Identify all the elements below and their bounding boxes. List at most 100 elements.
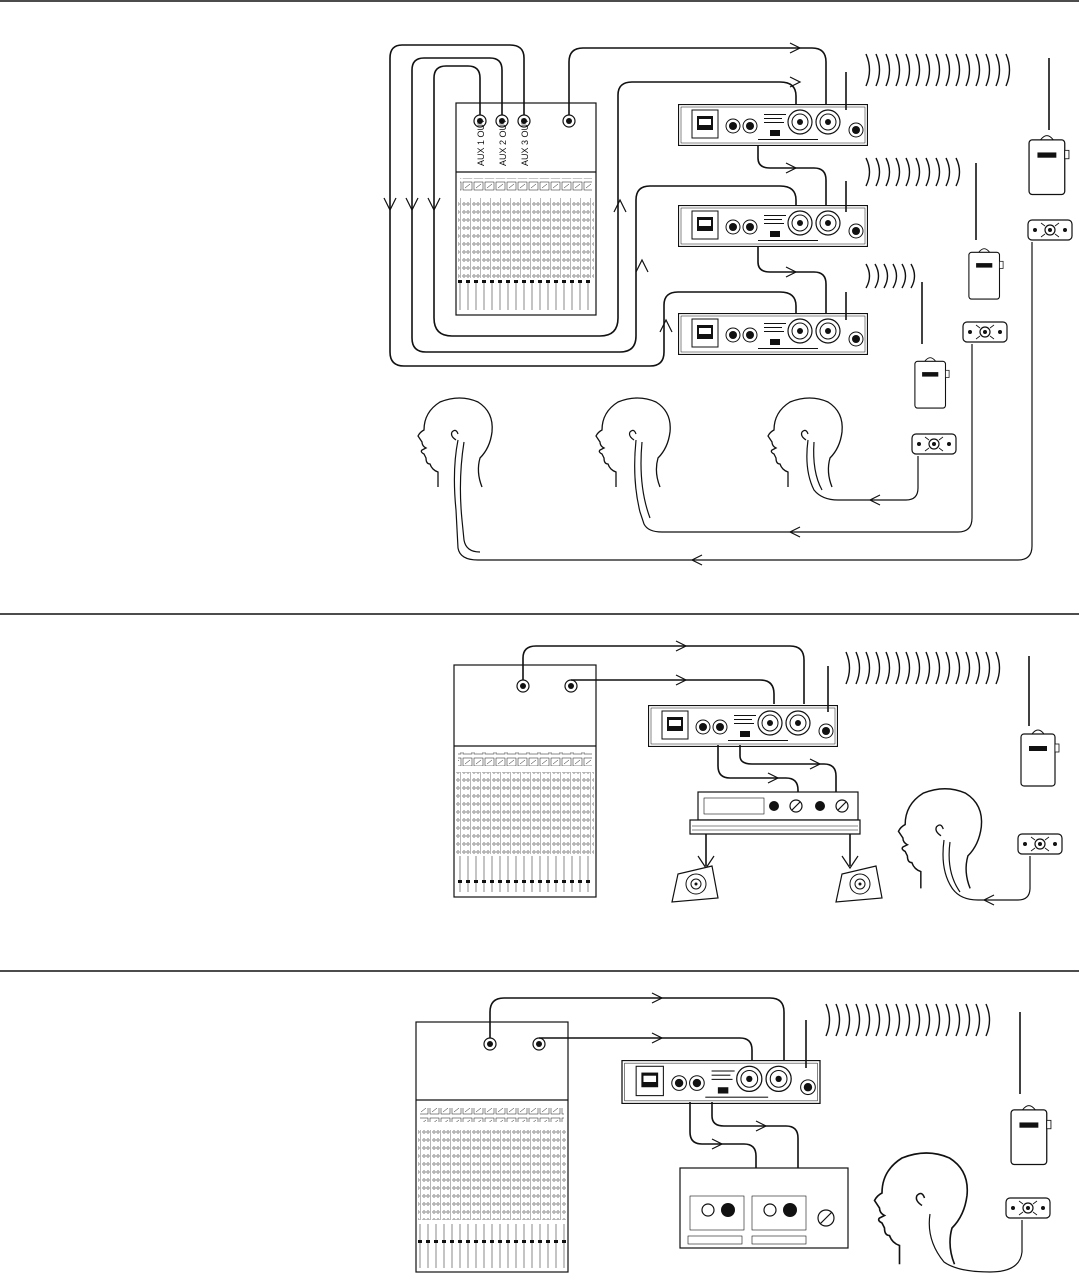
rf-wave-arc xyxy=(886,54,890,86)
rf-wave-arc xyxy=(906,54,910,86)
rf-wave-arc xyxy=(911,264,915,288)
rf-wave-arc xyxy=(966,652,970,684)
rf-wave-arc xyxy=(956,54,960,86)
rf-wave-arc xyxy=(876,158,880,186)
rf-wave-arc xyxy=(986,652,990,684)
rf-waves-3 xyxy=(866,264,915,288)
rf-wave-arc xyxy=(866,54,870,86)
rf-wave-arc xyxy=(896,54,900,86)
earphone-adapter-section-3 xyxy=(1006,1198,1050,1218)
rf-wave-arc xyxy=(956,652,960,684)
earphone-adapter-3 xyxy=(912,434,956,454)
rf-wave-arc xyxy=(836,1004,840,1036)
bodypack-receiver-section-3 xyxy=(1011,1106,1051,1165)
rf-wave-arc xyxy=(1006,54,1010,86)
rf-wave-arc xyxy=(976,652,980,684)
rf-wave-arc xyxy=(902,264,906,288)
wedge-speaker-right xyxy=(836,866,882,902)
transmitter-section-3 xyxy=(622,1061,820,1104)
rf-wave-arc xyxy=(886,652,890,684)
earphone-adapter-section-2 xyxy=(1018,834,1062,854)
performer-head-2 xyxy=(596,398,670,487)
rf-wave-arc xyxy=(846,652,850,684)
power-amplifier xyxy=(690,792,860,834)
rf-wave-arc xyxy=(896,158,900,186)
rf-wave-arc xyxy=(946,158,950,186)
performer-head-section-3 xyxy=(875,1153,968,1264)
rf-wave-arc xyxy=(956,1004,960,1036)
section-3-recorder xyxy=(416,993,1051,1272)
rf-wave-arc xyxy=(875,264,879,288)
rf-wave-arc xyxy=(926,54,930,86)
rf-wave-arc xyxy=(886,1004,890,1036)
rf-wave-arc xyxy=(886,158,890,186)
rf-wave-arc xyxy=(946,54,950,86)
wedge-speaker-left xyxy=(672,866,718,902)
rf-wave-arc xyxy=(884,264,888,288)
bodypack-receiver-1 xyxy=(1029,136,1069,195)
mixer-console-3 xyxy=(416,1022,568,1272)
rf-wave-arc xyxy=(926,652,930,684)
rf-wave-arc xyxy=(926,158,930,186)
performer-head-1 xyxy=(418,398,492,487)
section-2-wedge-monitors xyxy=(454,641,1062,905)
mixer-console-2 xyxy=(454,665,596,897)
performer-head-3 xyxy=(768,398,842,487)
rf-wave-arc xyxy=(976,54,980,86)
cassette-recorder xyxy=(680,1168,848,1248)
rf-wave-arc xyxy=(916,158,920,186)
rf-wave-arc xyxy=(936,54,940,86)
rf-wave-arc xyxy=(936,652,940,684)
earphone-adapter-1 xyxy=(1028,220,1072,240)
bodypack-receiver-3 xyxy=(915,358,949,408)
rf-wave-arc xyxy=(976,1004,980,1036)
earphone-adapter-2 xyxy=(963,322,1007,342)
rf-wave-arc xyxy=(906,652,910,684)
transmitter-2 xyxy=(679,206,868,247)
rf-wave-arc xyxy=(956,158,960,186)
rf-wave-arc xyxy=(996,652,1000,684)
rf-waves-2 xyxy=(866,158,960,186)
rf-wave-arc xyxy=(946,652,950,684)
rf-wave-arc xyxy=(856,1004,860,1036)
rf-wave-arc xyxy=(866,158,870,186)
aux-3-label: AUX 3 OUT xyxy=(520,118,530,166)
aux-1-label: AUX 1 OUT xyxy=(476,118,486,166)
rf-wave-arc xyxy=(876,1004,880,1036)
rf-wave-arc xyxy=(876,652,880,684)
mixer-console-1: AUX 1 OUT AUX 2 OUT AUX 3 OUT xyxy=(456,103,596,315)
rf-wave-arc xyxy=(916,54,920,86)
rf-wave-arc xyxy=(866,652,870,684)
rf-waves-1 xyxy=(866,54,1010,86)
performer-head-section-2 xyxy=(898,789,981,889)
section-1-three-mixes: AUX 1 OUT AUX 2 OUT AUX 3 OUT xyxy=(384,43,1072,565)
bodypack-receiver-2 xyxy=(969,249,1003,299)
rf-wave-arc xyxy=(966,54,970,86)
bodypack-receiver-section-2 xyxy=(1021,730,1059,786)
rf-wave-arc xyxy=(896,1004,900,1036)
rf-wave-arc xyxy=(926,1004,930,1036)
rf-wave-arc xyxy=(986,1004,990,1036)
rf-wave-arc xyxy=(893,264,897,288)
transmitter-section-2 xyxy=(649,706,838,747)
rf-wave-arc xyxy=(936,1004,940,1036)
rf-wave-arc xyxy=(826,1004,830,1036)
rf-wave-arc xyxy=(966,1004,970,1036)
rf-wave-arc xyxy=(866,264,870,288)
rf-wave-arc xyxy=(896,652,900,684)
transmitter-1 xyxy=(679,105,868,146)
rf-wave-arc xyxy=(866,1004,870,1036)
rf-wave-arc xyxy=(936,158,940,186)
rf-wave-arc xyxy=(946,1004,950,1036)
rf-wave-arc xyxy=(916,652,920,684)
aux-2-label: AUX 2 OUT xyxy=(498,118,508,166)
transmitter-3 xyxy=(679,314,868,355)
rf-wave-arc xyxy=(906,1004,910,1036)
rf-wave-arc xyxy=(856,652,860,684)
rf-waves-section-2 xyxy=(846,652,1000,684)
rf-wave-arc xyxy=(906,158,910,186)
rf-wave-arc xyxy=(996,54,1000,86)
rf-wave-arc xyxy=(876,54,880,86)
